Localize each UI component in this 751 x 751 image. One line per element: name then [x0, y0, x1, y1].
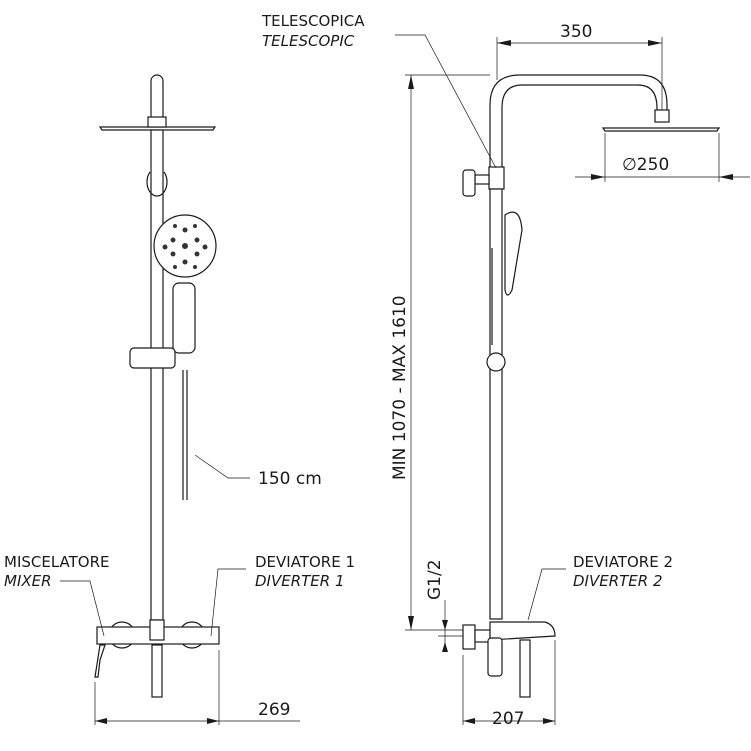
front-rain-head [98, 126, 217, 131]
diverter1-label-it: DEVIATORE 1 [255, 553, 355, 571]
hand-shower-handle [172, 282, 196, 354]
telescopic-collar [488, 166, 505, 190]
front-riser-pipe [150, 129, 164, 621]
side-hand-shower [504, 211, 523, 296]
diverter2-label-it: DEVIATORE 2 [573, 553, 673, 571]
side-wall-flange [462, 624, 476, 650]
side-slider [486, 352, 506, 372]
front-view: 150 cm MISCELATORE MIXER DEVIATORE 1 DIV… [4, 74, 355, 725]
front-width-dimension: 269 [258, 700, 290, 720]
side-depth-dimension: 207 [492, 709, 524, 729]
side-riser-pipe [489, 188, 503, 620]
mixer-leader [60, 580, 105, 637]
front-diverter-knob [146, 171, 168, 197]
shower-hose [182, 370, 188, 500]
hose-leader [194, 454, 250, 479]
diverter1-leader [210, 568, 246, 637]
diverter1-label-en: DIVERTER 1 [255, 572, 345, 590]
head-diameter-dimension: ∅250 [622, 155, 669, 175]
telescopic-label-it: TELESCOPICA [261, 12, 365, 30]
arm-dimension-line [496, 37, 663, 110]
front-outlet-nut [149, 619, 165, 641]
height-range-dimension: MIN 1070 - MAX 1610 [390, 295, 410, 480]
side-diverter-knob [462, 169, 476, 197]
width-dimension-line [94, 650, 300, 725]
depth-dimension-line [462, 640, 556, 725]
hose-length-label: 150 cm [258, 469, 322, 489]
hand-shower-nozzles [162, 224, 208, 269]
arm-length-dimension: 350 [560, 22, 592, 42]
side-view: TELESCOPICA TELESCOPIC 350 ∅250 MIN 1070… [261, 12, 750, 729]
diverter2-label-en: DIVERTER 2 [573, 572, 663, 590]
mixer-lever [94, 644, 106, 678]
front-bottom-hose [151, 644, 163, 698]
front-head-nut [147, 116, 167, 128]
shower-arm [489, 74, 668, 178]
mixer-label-en: MIXER [4, 572, 52, 590]
side-mixer-lever [487, 637, 503, 677]
telescopic-leader [395, 34, 497, 169]
diverter2-leader [527, 568, 566, 621]
side-mixer-body [489, 621, 556, 641]
height-dimension-line [405, 74, 490, 631]
slider-bracket [129, 347, 176, 369]
thread-dimension-arrows [442, 620, 448, 652]
thread-dimension-line [438, 600, 463, 650]
side-bottom-hose [519, 639, 531, 698]
front-top-fitting [150, 74, 164, 124]
side-diverter-stem [474, 174, 490, 185]
mixer-label-it: MISCELATORE [4, 553, 110, 571]
thread-dimension: G1/2 [425, 559, 445, 600]
side-rain-head [601, 127, 721, 132]
side-head-nut [654, 109, 670, 123]
telescopic-label-en: TELESCOPIC [262, 32, 355, 50]
